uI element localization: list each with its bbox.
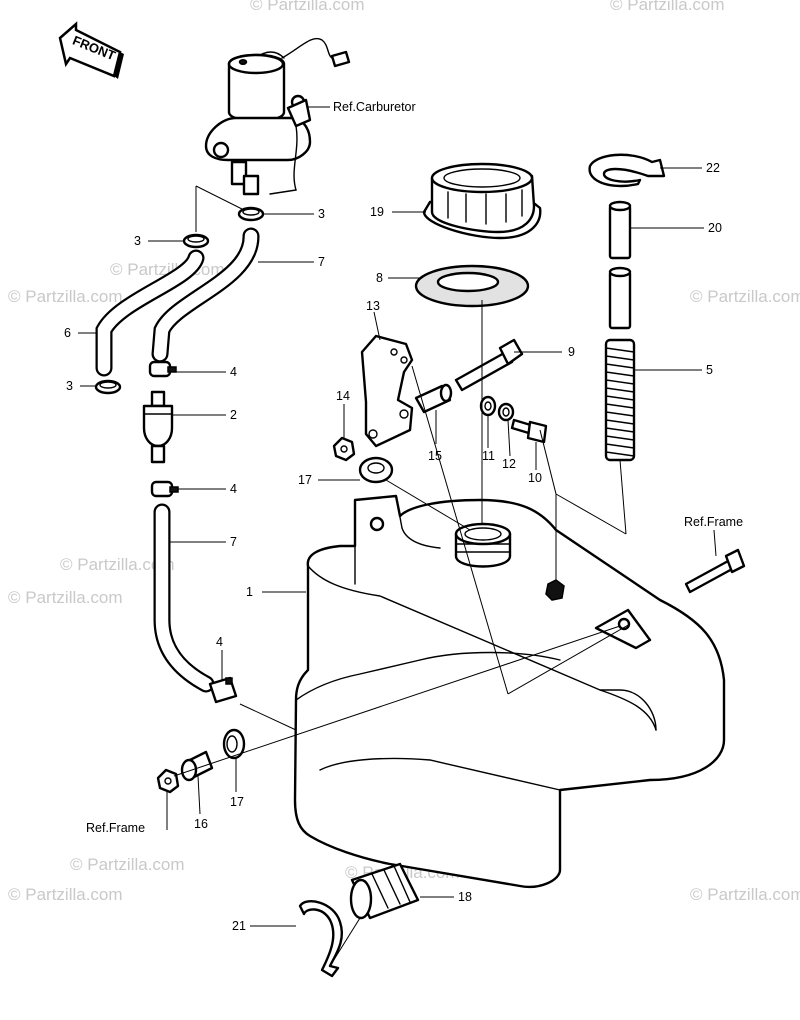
callout-3-upper: 3 [318, 207, 325, 221]
collar-15 [414, 383, 453, 414]
washer-12 [497, 402, 515, 422]
svg-text:© Partzilla.com: © Partzilla.com [70, 855, 185, 874]
vent-tube-20 [608, 200, 632, 330]
band-21 [298, 900, 344, 978]
svg-text:© Partzilla.com: © Partzilla.com [8, 885, 123, 904]
grommet-17-upper [358, 456, 394, 484]
assembly-lines [173, 185, 631, 967]
ref-carburetor-label: Ref.Carburetor [333, 100, 416, 114]
callout-9: 9 [568, 345, 575, 359]
callout-12: 12 [502, 457, 516, 471]
callout-8: 8 [376, 271, 383, 285]
nut-lower-left [156, 768, 180, 794]
fuel-hose-6 [95, 249, 205, 377]
hose-clamp-4-middle [150, 480, 179, 498]
callout-21: 21 [232, 919, 246, 933]
ref-frame-right-label: Ref.Frame [684, 515, 743, 529]
callout-3-left: 3 [134, 234, 141, 248]
fuel-pump [204, 37, 351, 196]
callout-3-lower: 3 [66, 379, 73, 393]
callout-17-upper: 17 [298, 473, 312, 487]
callout-leaders [78, 106, 717, 927]
callout-14: 14 [336, 389, 350, 403]
callout-10: 10 [528, 471, 542, 485]
callout-4-middle: 4 [230, 482, 237, 496]
bolt-9 [454, 338, 524, 392]
callout-19: 19 [370, 205, 384, 219]
fuel-filter [142, 390, 174, 464]
svg-text:© Partzilla.com: © Partzilla.com [610, 0, 725, 14]
callout-20: 20 [708, 221, 722, 235]
collar-16 [180, 750, 214, 782]
callout-18: 18 [458, 890, 472, 904]
callout-16: 16 [194, 817, 208, 831]
callout-numbers: 1 2 3 3 3 4 4 4 5 6 7 7 8 9 10 11 12 13 … [64, 161, 722, 933]
callout-7-upper: 7 [318, 255, 325, 269]
hose-clamp-4-lower [208, 676, 238, 704]
callout-17-lower: 17 [230, 795, 244, 809]
gasket-8 [414, 264, 530, 308]
callout-22: 22 [706, 161, 720, 175]
reference-labels: Ref.Carburetor Ref.Frame Ref.Frame [86, 100, 743, 835]
callout-4-upper: 4 [230, 365, 237, 379]
ref-frame-left-label: Ref.Frame [86, 821, 145, 835]
hose-clip-3-lower [94, 379, 122, 395]
svg-text:© Partzilla.com: © Partzilla.com [60, 555, 175, 574]
callout-1: 1 [246, 585, 253, 599]
callout-13: 13 [366, 299, 380, 313]
hose-clamp-4-upper [148, 360, 177, 378]
callout-7-lower: 7 [230, 535, 237, 549]
callout-4-lower: 4 [216, 635, 223, 649]
callout-2: 2 [230, 408, 237, 422]
bolt-10 [510, 418, 548, 444]
callout-5: 5 [706, 363, 713, 377]
washer-11 [479, 395, 497, 417]
front-arrow-badge: FRONT [58, 21, 124, 79]
strap-22 [588, 153, 666, 188]
callout-11: 11 [482, 449, 495, 463]
grommet-17-lower [222, 728, 246, 760]
callout-15: 15 [428, 449, 442, 463]
svg-text:© Partzilla.com: © Partzilla.com [8, 287, 123, 306]
frame-bolt-right [684, 548, 746, 594]
fuel-hose-7-upper [151, 227, 260, 363]
svg-text:© Partzilla.com: © Partzilla.com [690, 287, 800, 306]
strainer-18 [349, 862, 420, 920]
svg-text:© Partzilla.com: © Partzilla.com [690, 885, 800, 904]
svg-text:© Partzilla.com: © Partzilla.com [8, 588, 123, 607]
hose-clip-3-left [182, 233, 210, 249]
spring-5 [604, 338, 636, 462]
fuel-tank [293, 494, 726, 889]
nut-14 [332, 436, 356, 462]
filler-neck [454, 522, 512, 568]
callout-6: 6 [64, 326, 71, 340]
filler-cap-19 [422, 162, 542, 240]
fuel-hose-7-lower [153, 503, 215, 693]
svg-text:© Partzilla.com: © Partzilla.com [250, 0, 365, 14]
hose-clip-3-upper [237, 206, 265, 222]
bracket-13 [360, 334, 414, 448]
